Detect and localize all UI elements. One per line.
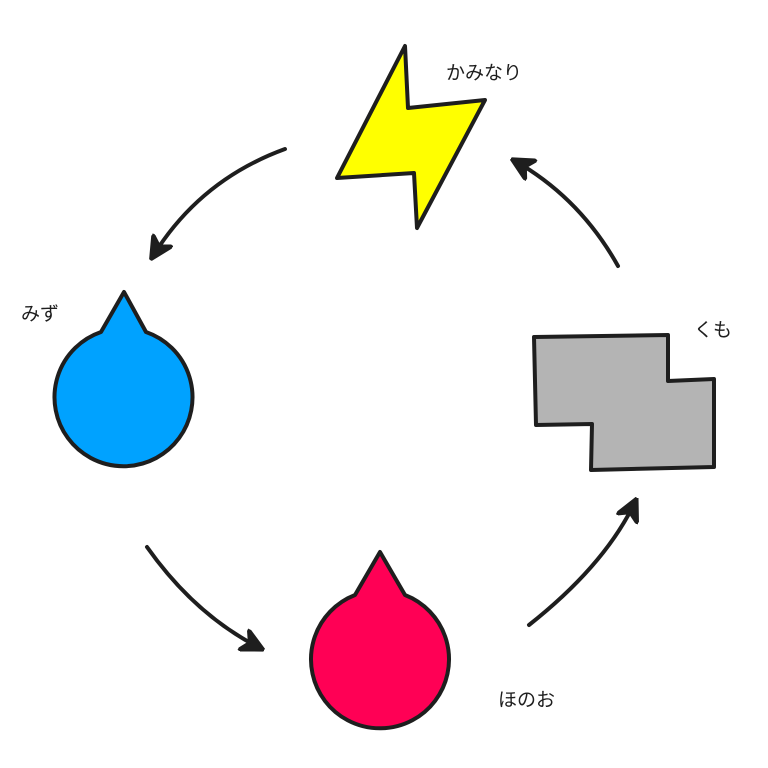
water-drop-shape — [52, 290, 195, 469]
water-drop-icon — [52, 290, 195, 469]
water-label: みず — [21, 303, 60, 325]
fire-label: ほのお — [498, 689, 556, 711]
lightning-bolt-icon — [335, 44, 487, 230]
arrow-water-to-fire — [145, 545, 260, 648]
cloud-label: くも — [694, 319, 733, 341]
cloud-block-shape — [532, 333, 716, 472]
fire-drop-icon — [309, 550, 451, 731]
fire-drop-shape — [309, 550, 451, 731]
lightning-bolt-shape — [335, 44, 487, 230]
cloud-block-icon — [532, 333, 716, 472]
arrow-cloud-to-thunder — [515, 161, 620, 268]
arrow-thunder-to-water — [153, 147, 287, 256]
thunder-label: かみなり — [446, 62, 523, 84]
arrow-fire-to-cloud — [527, 502, 635, 627]
